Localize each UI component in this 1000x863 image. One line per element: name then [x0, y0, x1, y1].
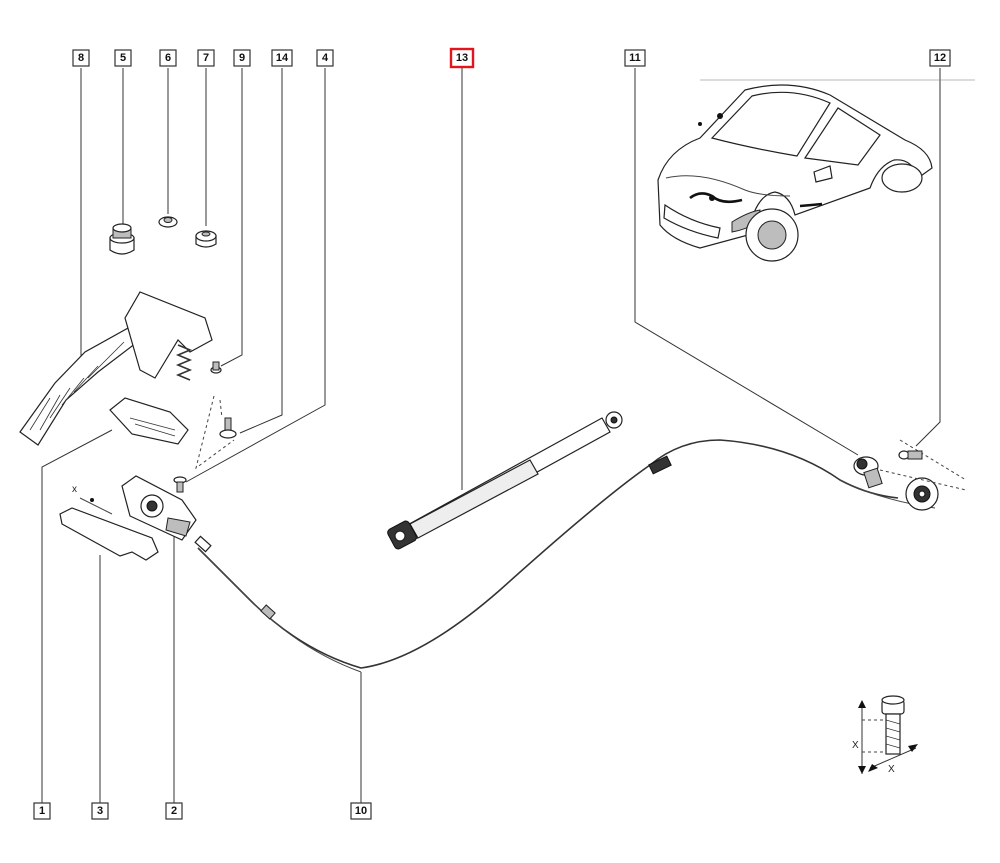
svg-text:14: 14 — [276, 52, 289, 64]
nut-5 — [109, 223, 135, 255]
washer-6 — [158, 216, 178, 228]
callout-3: 3 — [91, 802, 109, 820]
callout-13: 13 — [449, 47, 475, 69]
callout-5: 5 — [114, 49, 132, 67]
svg-text:11: 11 — [629, 52, 641, 64]
leader-4 — [185, 68, 326, 483]
callout-12: 12 — [929, 49, 951, 67]
x-vertical-label: X — [852, 740, 859, 751]
callout-2: 2 — [165, 802, 183, 820]
svg-text:6: 6 — [165, 52, 171, 64]
callout-14: 14 — [271, 49, 293, 67]
leader-1 — [41, 429, 113, 803]
car-illustration — [657, 79, 975, 262]
callout-boxes: 8 5 6 7 9 14 4 13 — [33, 47, 951, 820]
x-bottom-label: X — [888, 764, 895, 775]
nut-7 — [195, 230, 217, 248]
leader-11 — [634, 68, 859, 456]
assembly-guide-lines — [195, 395, 235, 470]
leader-14 — [239, 68, 283, 434]
svg-text:3: 3 — [97, 805, 103, 817]
svg-text:5: 5 — [120, 52, 126, 64]
callout-8: 8 — [72, 49, 90, 67]
svg-text:8: 8 — [78, 52, 84, 64]
svg-text:7: 7 — [203, 52, 209, 64]
callout-1: 1 — [33, 802, 51, 820]
callout-7: 7 — [197, 49, 215, 67]
gas-strut-13 — [387, 411, 623, 550]
callout-9: 9 — [233, 49, 251, 67]
callout-6: 6 — [159, 49, 177, 67]
svg-text:4: 4 — [322, 52, 329, 64]
bonnet-lock-right — [879, 439, 967, 511]
svg-text:2: 2 — [171, 805, 177, 817]
leader-9 — [220, 68, 243, 367]
release-lever-assembly — [19, 291, 222, 446]
latch-plate-3: x — [59, 484, 159, 561]
svg-text:1: 1 — [39, 805, 45, 817]
svg-text:9: 9 — [239, 52, 245, 64]
callout-10: 10 — [350, 802, 372, 820]
adjustment-detail: X X — [852, 695, 918, 775]
bolt-12 — [898, 450, 923, 460]
callout-4: 4 — [316, 49, 334, 67]
lock-2 — [121, 475, 197, 541]
svg-text:10: 10 — [355, 805, 367, 817]
x-dimension-label: x — [72, 484, 77, 495]
screw-14 — [219, 399, 237, 439]
callout-11: 11 — [624, 49, 646, 67]
screw-9 — [210, 361, 222, 374]
svg-text:13: 13 — [456, 52, 468, 64]
leader-lines — [41, 68, 941, 803]
leader-12 — [915, 68, 941, 447]
svg-text:12: 12 — [934, 52, 946, 64]
cable-clip-11 — [853, 456, 883, 489]
release-cable-10 — [194, 439, 936, 673]
